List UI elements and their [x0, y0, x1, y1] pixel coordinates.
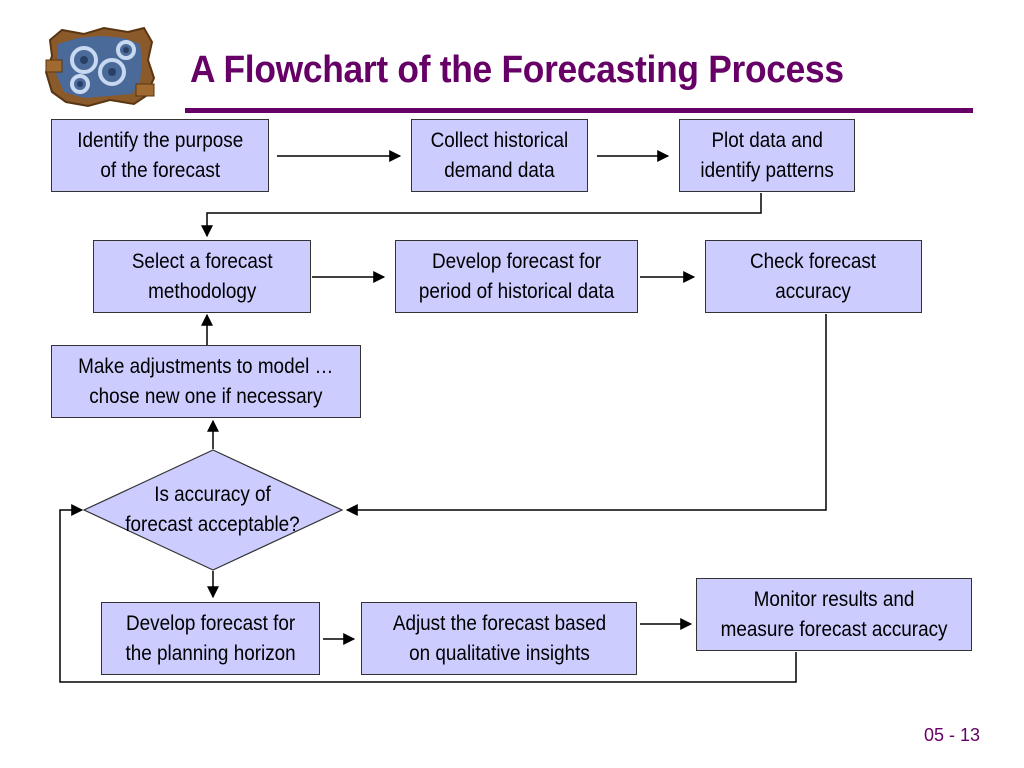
decision-diamond — [82, 449, 344, 571]
gears-logo-icon — [44, 26, 156, 108]
step-identify-purpose: Identify the purpose of the forecast — [51, 119, 269, 192]
step-monitor-results: Monitor results and measure forecast acc… — [696, 578, 972, 651]
step-plot-data: Plot data and identify patterns — [679, 119, 855, 192]
step-check-accuracy-label: Check forecast accuracy — [750, 249, 877, 303]
step-identify-purpose-label: Identify the purpose of the forecast — [76, 128, 244, 182]
step-develop-historical: Develop forecast for period of historica… — [395, 240, 638, 313]
decision-accuracy-label: Is accuracy of forecast acceptable? — [125, 483, 300, 536]
slide-number: 05 - 13 — [923, 725, 980, 745]
step-develop-historical-label: Develop forecast for period of historica… — [418, 249, 615, 303]
arrow-plot-to-select — [201, 193, 762, 238]
step-select-method-label: Select a forecast methodology — [131, 249, 273, 303]
step-collect-data-label: Collect historical demand data — [430, 128, 569, 182]
step-monitor-results-label: Monitor results and measure forecast acc… — [720, 587, 948, 641]
step-make-adjustments: Make adjustments to model … chose new on… — [51, 345, 361, 418]
arrow-monitor-loop-to-decision — [59, 504, 797, 683]
title-divider — [185, 108, 973, 113]
step-check-accuracy: Check forecast accuracy — [705, 240, 922, 313]
step-make-adjustments-label: Make adjustments to model … chose new on… — [78, 354, 334, 408]
step-plot-data-label: Plot data and identify patterns — [700, 128, 834, 182]
step-develop-planning: Develop forecast for the planning horizo… — [101, 602, 320, 675]
arrow-check-to-decision — [345, 314, 827, 516]
slide-title: A Flowchart of the Forecasting Process — [190, 49, 844, 91]
step-develop-planning-label: Develop forecast for the planning horizo… — [125, 611, 296, 665]
step-adjust-qualitative: Adjust the forecast based on qualitative… — [361, 602, 637, 675]
step-collect-data: Collect historical demand data — [411, 119, 588, 192]
step-select-method: Select a forecast methodology — [93, 240, 311, 313]
step-adjust-qualitative-label: Adjust the forecast based on qualitative… — [392, 611, 606, 665]
